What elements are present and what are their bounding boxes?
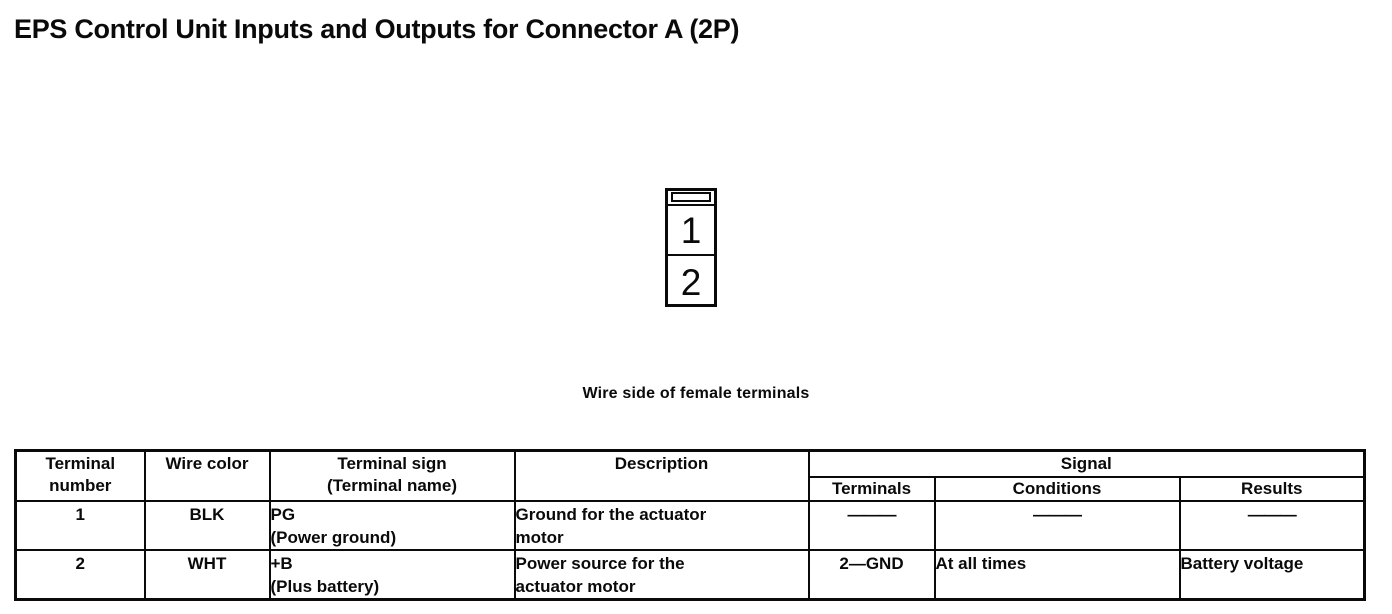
connector-housing-top <box>668 191 714 206</box>
col-header-results: Results <box>1178 475 1366 502</box>
cell-signal-results: Battery voltage <box>1178 548 1366 600</box>
io-table: Terminal number Wire color Terminal sign… <box>14 449 1367 601</box>
cell-signal-results: ——— <box>1178 499 1366 551</box>
io-table-wrapper: Terminal number Wire color Terminal sign… <box>14 449 1367 601</box>
cell-signal-terminals: 2—GND <box>807 548 936 600</box>
cell-description: Power source for the actuator motor <box>513 548 810 600</box>
col-header-signal: Signal <box>807 449 1366 478</box>
connector-lock-tab <box>671 192 711 202</box>
page-title: EPS Control Unit Inputs and Outputs for … <box>14 14 740 44</box>
table-row-terminal-1: 1 BLK PG (Power ground) Ground for the a… <box>14 499 1366 551</box>
cell-wire-color: BLK <box>143 499 271 551</box>
cell-signal-conditions: ——— <box>933 499 1181 551</box>
col-header-conditions: Conditions <box>933 475 1181 502</box>
table-row-terminal-2: 2 WHT +B (Plus battery) Power source for… <box>14 548 1366 600</box>
cell-terminal-sign: PG (Power ground) <box>268 499 516 551</box>
col-header-terminal-sign: Terminal sign (Terminal name) <box>268 449 516 502</box>
cell-signal-terminals: ——— <box>807 499 936 551</box>
connector-a-2p-diagram: 1 2 <box>665 188 717 307</box>
col-header-terminals: Terminals <box>807 475 936 502</box>
connector-pin-2: 2 <box>680 261 702 303</box>
col-header-terminal-number: Terminal number <box>14 449 146 502</box>
cell-terminal-number: 2 <box>14 548 146 600</box>
header-row-2: Terminals Conditions Results <box>16 475 1366 502</box>
connector-pin-1: 1 <box>668 206 714 256</box>
header-row-1: Terminal number Wire color Terminal sign… <box>14 449 1366 502</box>
col-header-description: Description <box>513 449 810 502</box>
cell-terminal-sign: +B (Plus battery) <box>268 548 516 600</box>
connector-caption: Wire side of female terminals <box>582 385 810 402</box>
cell-description: Ground for the actuator motor <box>513 499 810 551</box>
col-header-wire-color: Wire color <box>143 449 271 502</box>
cell-terminal-number: 1 <box>14 499 146 551</box>
cell-wire-color: WHT <box>143 548 271 600</box>
cell-signal-conditions: At all times <box>933 548 1181 600</box>
